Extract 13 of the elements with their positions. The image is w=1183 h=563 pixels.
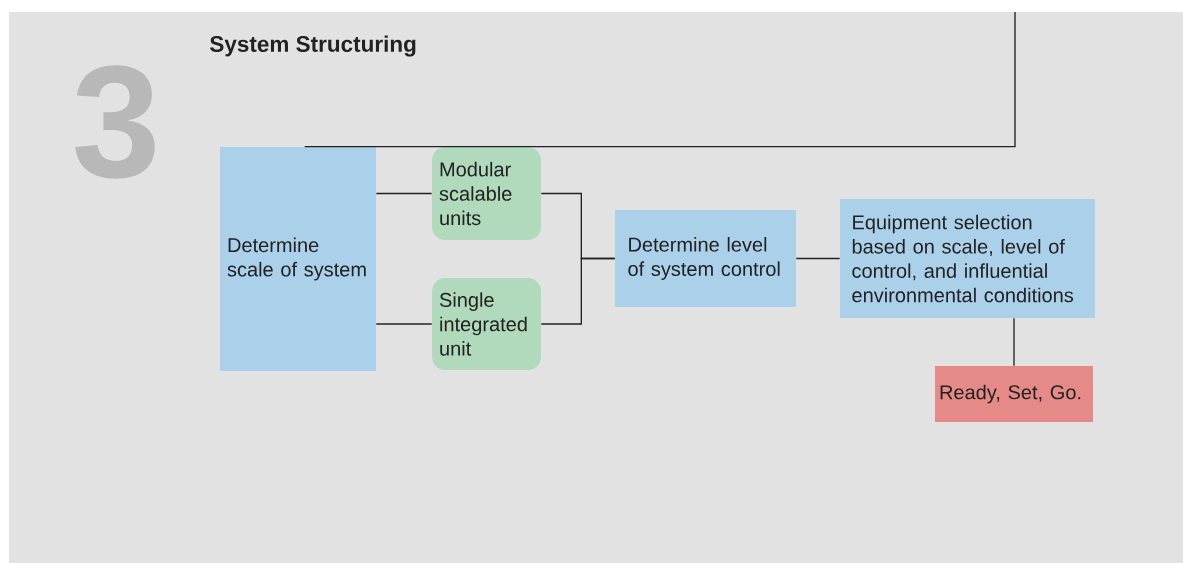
process-box: Determine level of system control xyxy=(615,210,796,307)
connector-line xyxy=(540,257,616,325)
connector-line xyxy=(375,323,433,325)
result-box: Ready, Set, Go. xyxy=(935,366,1093,422)
connector-line xyxy=(375,192,433,195)
option-box: Modular scalable units xyxy=(432,147,541,240)
process-box: Equipment selection based on scale, level of control, and influential environmental conditions xyxy=(840,199,1095,318)
connector-line xyxy=(304,11,1016,148)
connector-line xyxy=(1013,317,1015,367)
connector-line xyxy=(795,257,841,260)
option-box: Single integrated unit xyxy=(432,278,541,370)
process-box: Determine scale of system xyxy=(220,147,376,371)
title: System Structuring xyxy=(210,35,416,57)
